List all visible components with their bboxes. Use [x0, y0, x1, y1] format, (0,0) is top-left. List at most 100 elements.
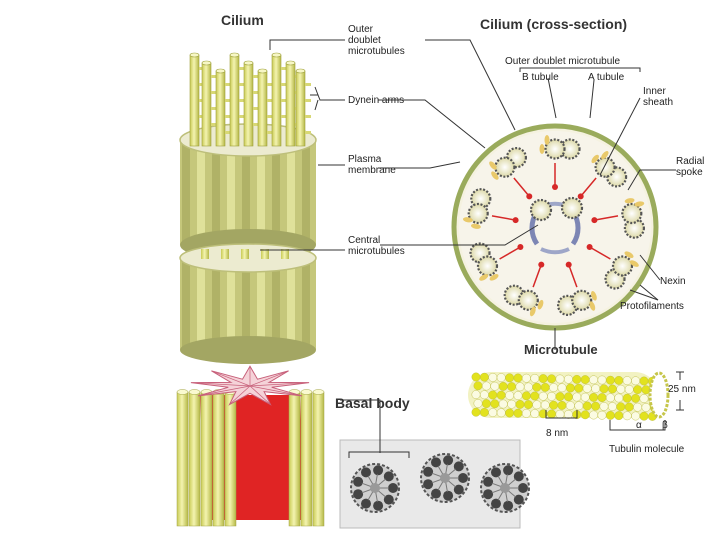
cylinder-stripe: [197, 140, 205, 245]
spoke-head: [526, 193, 532, 199]
tubule-stub: [201, 249, 209, 259]
tubulin-bead: [573, 375, 581, 383]
label-protofilaments: Protofilaments: [620, 301, 684, 312]
tubulin-bead: [631, 394, 639, 402]
microtubule-end-ring: [650, 373, 668, 417]
label-line: sheath: [643, 97, 673, 108]
micrograph-hub: [500, 483, 510, 493]
dynein-arm: [305, 99, 311, 102]
label-dynein-arms: Dynein arms: [348, 95, 404, 106]
leader-dynein-arms: [310, 95, 345, 100]
tubulin-bead: [581, 375, 589, 383]
micrograph-triplet: [483, 489, 493, 499]
tubulin-bead: [581, 411, 589, 419]
micrograph-triplet: [443, 455, 453, 465]
tubulin-bead: [617, 385, 625, 393]
label-outer-doublet-microtubules: Outer doublet microtubules: [348, 24, 405, 57]
tubulin-bead: [549, 383, 557, 391]
tubulin-bead: [474, 399, 482, 407]
tubulin-bead: [524, 383, 532, 391]
title-cross-section: Cilium (cross-section): [480, 16, 627, 32]
a-tubule: [478, 257, 497, 276]
rod-top: [286, 61, 295, 65]
label-radial-spoke: Radial spoke: [676, 156, 704, 178]
title-basal-body: Basal body: [335, 395, 410, 411]
label-a-tubule: A tubule: [588, 72, 624, 83]
cylinder-bottom-rim: [180, 336, 316, 364]
rod-top: [244, 61, 253, 65]
label-b-tubule: B tubule: [522, 72, 559, 83]
micrograph-triplet: [373, 465, 383, 475]
dynein-arm: [305, 115, 311, 118]
tubule-stub: [221, 249, 229, 259]
tubulin-bead: [507, 400, 515, 408]
label-line: microtubules: [348, 246, 405, 257]
tubulin-bead: [556, 375, 564, 383]
tubulin-bead: [566, 384, 574, 392]
rod-top: [216, 69, 225, 73]
tubulin-bead: [547, 392, 555, 400]
tubulin-bead: [474, 382, 482, 390]
label-nexin: Nexin: [660, 276, 686, 287]
tubulin-bead: [615, 376, 623, 384]
rod-top: [258, 69, 267, 73]
spoke-head: [591, 217, 597, 223]
leader-dynein-arms: [315, 87, 318, 95]
leader-b-tubule: [548, 78, 556, 118]
tubulin-bead: [522, 374, 530, 382]
leader-dynein-arms: [315, 100, 318, 110]
tubulin-bead: [507, 382, 515, 390]
tubulin-bead: [539, 392, 547, 400]
leader-dynein-to-section: [378, 100, 485, 148]
tubulin-bead: [615, 411, 623, 419]
central-microtubule: [531, 200, 551, 220]
micrograph-triplet: [388, 483, 398, 493]
micrograph-triplet: [491, 467, 501, 477]
spoke-head: [566, 262, 572, 268]
rod-top: [230, 53, 239, 57]
basal-triplet-rod: [177, 392, 188, 526]
rod-top: [272, 53, 281, 57]
tubulin-bead: [514, 409, 522, 417]
a-tubule: [495, 158, 514, 177]
tubulin-bead: [573, 393, 581, 401]
outer-doublet-rod: [244, 63, 253, 146]
tubulin-bead: [623, 412, 631, 420]
tubulin-bead: [547, 375, 555, 383]
cylinder-stripe: [182, 140, 190, 245]
cross-section-interior: [459, 131, 651, 323]
micrograph-triplet: [431, 457, 441, 467]
label-central-microtubules: Central microtubules: [348, 235, 405, 257]
tubulin-bead: [514, 374, 522, 382]
micrograph-triplet: [491, 499, 501, 509]
tubulin-bead: [564, 410, 572, 418]
micrograph-triplet: [431, 489, 441, 499]
micrograph-triplet: [423, 479, 433, 489]
cylinder-stripe: [272, 140, 280, 245]
a-tubule: [519, 291, 538, 310]
tubule-stub: [241, 249, 249, 259]
tubulin-bead: [497, 391, 505, 399]
label-line: microtubules: [348, 46, 405, 57]
label-line: Central: [348, 235, 405, 246]
tubulin-bead: [489, 391, 497, 399]
tubulin-bead: [499, 400, 507, 408]
tubulin-bead: [583, 384, 591, 392]
tubulin-bead: [623, 376, 631, 384]
spoke-head: [513, 217, 519, 223]
tubulin-bead: [633, 403, 641, 411]
a-tubule: [572, 291, 591, 310]
cylinder-stripe: [212, 258, 220, 350]
tubulin-bead: [564, 375, 572, 383]
tubulin-bead: [640, 377, 648, 385]
tubulin-bead: [524, 400, 532, 408]
tubulin-bead: [472, 408, 480, 416]
tubulin-bead: [480, 391, 488, 399]
basal-rod-top: [313, 390, 324, 395]
micrograph-triplet: [361, 499, 371, 509]
label-inner-sheath: Inner sheath: [643, 86, 673, 108]
outer-doublet-rod: [272, 55, 281, 146]
micrograph-triplet: [423, 467, 433, 477]
tubulin-bead: [533, 401, 541, 409]
tubulin-bead: [564, 393, 572, 401]
